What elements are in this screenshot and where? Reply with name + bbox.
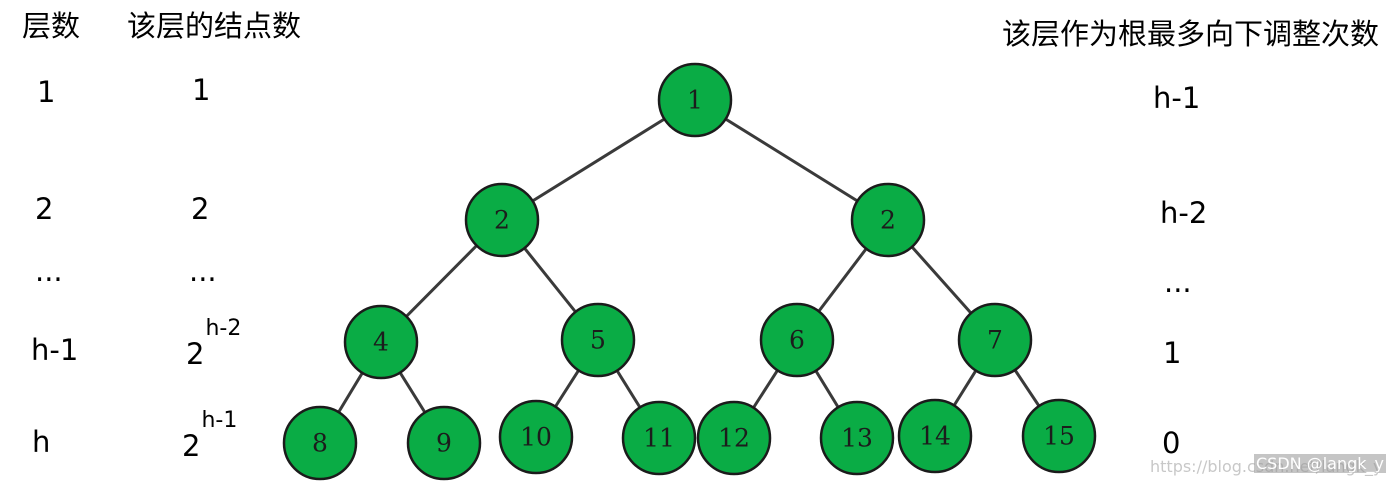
tree-node-circle	[621, 400, 697, 476]
adjust-count-cell: h-1	[1153, 81, 1201, 115]
tree-node-circle	[282, 405, 358, 481]
node-count-power: 2 h-1	[182, 410, 237, 463]
tree-node-label: 14	[919, 422, 951, 451]
tree-node-label: 2	[880, 206, 896, 235]
tree-node: 13	[819, 400, 895, 476]
tree-node-circle	[897, 398, 973, 474]
tree-node-label: 8	[312, 429, 328, 458]
tree-node-label: 13	[841, 424, 873, 453]
tree-node-label: 2	[494, 206, 510, 235]
level-cell: 1	[37, 75, 56, 109]
tree-node-label: 11	[643, 424, 675, 453]
tree-node: 11	[621, 400, 697, 476]
tree-node: 6	[759, 302, 835, 378]
watermark: https://blog.csdn.net/langk_y CSDN @lang…	[1150, 454, 1386, 476]
tree-node-label: 4	[373, 328, 389, 357]
power-base: 2	[186, 337, 205, 371]
tree-node-label: 6	[789, 326, 805, 355]
tree-edges	[318, 98, 1061, 444]
tree-node: 7	[957, 302, 1033, 378]
adjust-count-cell: 1	[1163, 336, 1182, 370]
watermark-brand: CSDN @langk_y	[1254, 454, 1386, 473]
tree-node-label: 12	[718, 424, 750, 453]
tree-node: 10	[498, 399, 574, 475]
tree-node-circle	[406, 405, 482, 481]
power-exponent: h-2	[205, 316, 242, 341]
level-cell: 2	[35, 192, 54, 226]
adjust-count-cell: ...	[1164, 265, 1192, 299]
tree-node-circle	[560, 302, 636, 378]
tree-node-circle	[657, 62, 733, 138]
power-exponent: h-1	[201, 408, 238, 433]
level-cell: h-1	[31, 333, 79, 367]
tree-node-label: 5	[590, 326, 606, 355]
tree-edge	[694, 98, 889, 222]
node-count-cell: 2	[191, 192, 210, 226]
tree-node-label: 10	[520, 423, 552, 452]
node-count-cell: ...	[189, 254, 217, 288]
tree-node-label: 15	[1043, 422, 1075, 451]
header-max-adjust-count: 该层作为根最多向下调整次数	[1002, 17, 1380, 51]
tree-node-label: 7	[987, 326, 1003, 355]
tree-node: 2	[464, 182, 540, 258]
header-node-count: 该层的结点数	[127, 9, 302, 43]
tree-node-circle	[498, 399, 574, 475]
node-count-power: 2 h-2	[186, 318, 241, 371]
adjust-count-cell: h-2	[1160, 196, 1208, 230]
tree-node: 2	[850, 182, 926, 258]
tree-node-circle	[759, 302, 835, 378]
tree-node: 5	[560, 302, 636, 378]
tree-node-label: 9	[436, 429, 452, 458]
tree-edge	[501, 98, 696, 222]
tree-node-circle	[819, 400, 895, 476]
tree-node-circle	[343, 304, 419, 380]
tree-node-circle	[464, 182, 540, 258]
tree-node: 15	[1021, 398, 1097, 474]
tree-node-circle	[696, 400, 772, 476]
tree-node: 1	[657, 62, 733, 138]
adjust-count-cell: 0	[1162, 426, 1181, 460]
tree-node-circle	[957, 302, 1033, 378]
tree-node: 4	[343, 304, 419, 380]
tree-node: 12	[696, 400, 772, 476]
power-base: 2	[182, 429, 201, 463]
tree-node-circle	[1021, 398, 1097, 474]
level-cell: h	[32, 425, 51, 459]
tree-node-circle	[850, 182, 926, 258]
tree-node-label: 1	[687, 86, 703, 115]
tree-node: 9	[406, 405, 482, 481]
tree-node: 8	[282, 405, 358, 481]
tree-node: 14	[897, 398, 973, 474]
header-level: 层数	[22, 9, 81, 43]
node-count-cell: 1	[192, 73, 211, 107]
level-cell: ...	[35, 254, 63, 288]
